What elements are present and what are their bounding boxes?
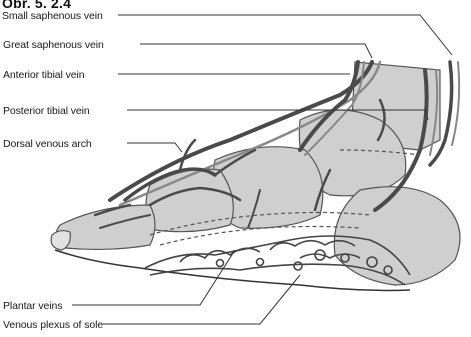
label-great-saphenous-vein: Great saphenous vein (3, 39, 104, 51)
label-dorsal-venous-arch: Dorsal venous arch (3, 138, 92, 150)
label-plantar-veins: Plantar veins (3, 300, 62, 312)
leader-dorsal-arch (127, 143, 182, 152)
label-venous-plexus-of-sole: Venous plexus of sole (3, 319, 103, 331)
foot-bones (51, 62, 460, 285)
label-posterior-tibial-vein: Posterior tibial vein (3, 105, 90, 117)
label-anterior-tibial-vein: Anterior tibial vein (3, 69, 84, 81)
leader-small-saphenous (118, 15, 452, 55)
label-small-saphenous-vein: Small saphenous vein (2, 10, 103, 22)
calcaneus-bone (334, 187, 460, 285)
leader-great-saphenous (140, 44, 372, 58)
